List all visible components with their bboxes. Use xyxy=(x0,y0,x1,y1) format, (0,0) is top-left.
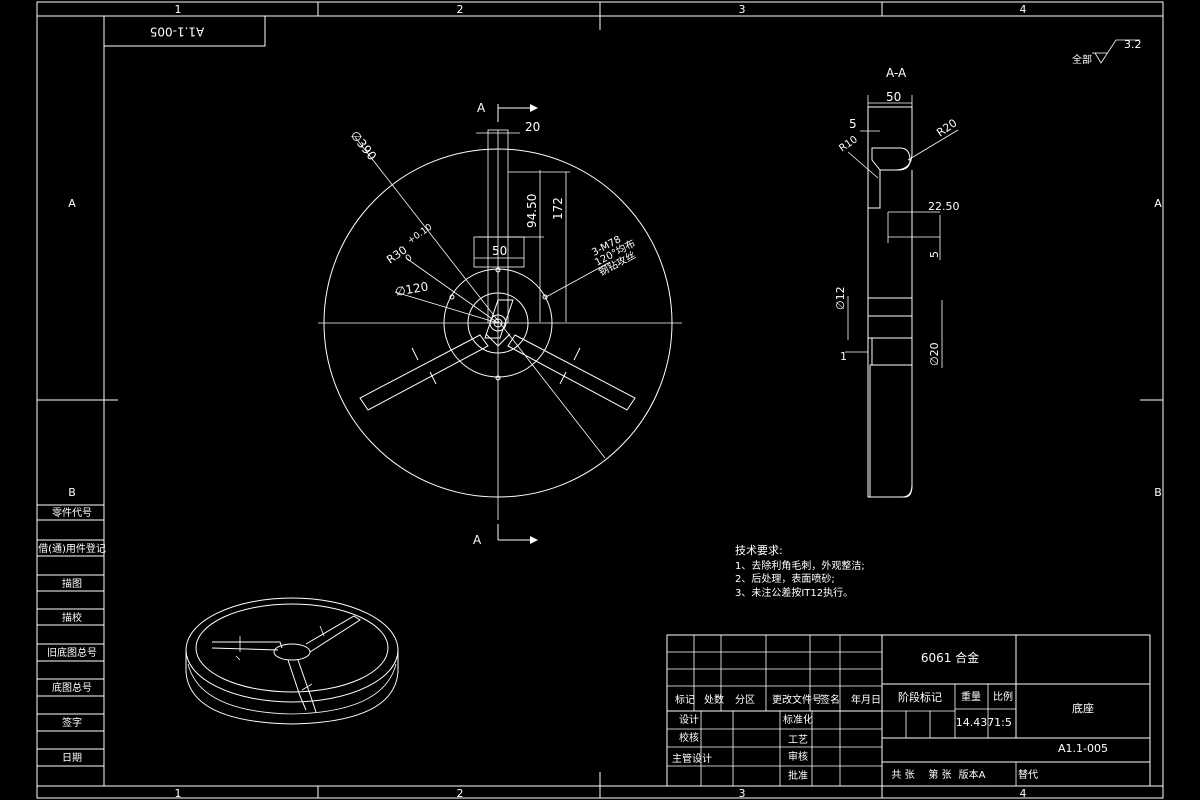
row-label-b-right: B xyxy=(1154,486,1162,499)
tb-role-check: 校核 xyxy=(679,731,699,744)
tb-stage-label: 阶段标记 xyxy=(898,690,942,704)
section-view xyxy=(845,95,959,498)
left-strip-part-code: 零件代号 xyxy=(52,507,92,519)
tb-material: 6061 合金 xyxy=(921,650,979,665)
col-label-4-bottom: 4 xyxy=(1020,787,1027,800)
left-strip-trace-check: 描校 xyxy=(62,611,82,624)
surface-finish-symbol: 全部 3.2 xyxy=(1072,38,1142,66)
tech-note-2: 2、后处理，表面喷砂; xyxy=(735,572,835,585)
sheet-frame xyxy=(36,1,1164,799)
tech-notes-title: 技术要求: xyxy=(735,544,783,557)
sec-dim-width: 50 xyxy=(886,90,901,104)
sec-dim-fillet-top: R20 xyxy=(934,116,959,139)
dim-outer-dia: ∅390 xyxy=(348,128,380,163)
section-mark-top: A xyxy=(477,101,486,115)
tb-sheet-number: 第 张 xyxy=(928,768,951,781)
col-label-2-top: 2 xyxy=(457,3,464,16)
drawing-number-box: A1.1-005 xyxy=(103,15,266,47)
left-strip-borrowed: 借(通)用件登记 xyxy=(38,542,106,555)
surface-finish-value: 3.2 xyxy=(1124,38,1142,51)
tb-supersedes: 替代 xyxy=(1018,768,1038,781)
col-label-1-bottom: 1 xyxy=(175,787,182,800)
tech-note-1: 1、去除利角毛刺，外观整洁; xyxy=(735,559,865,572)
surface-finish-label: 全部 xyxy=(1072,53,1092,66)
dim-len-b: 172 xyxy=(551,197,565,220)
tb-role-review: 审核 xyxy=(788,750,808,763)
sec-dim-groove-width: 5 xyxy=(928,251,941,258)
tb-header-count: 处数 xyxy=(704,693,724,706)
dim-tol-upper: +0.10 xyxy=(406,222,435,246)
sec-dim-left-step: 5 xyxy=(849,117,857,131)
tech-note-3: 3、未注公差按IT12执行。 xyxy=(735,586,853,599)
sec-dim-offset: 1 xyxy=(840,350,847,363)
col-label-3-bottom: 3 xyxy=(739,787,746,800)
left-strip-signature: 签字 xyxy=(62,716,82,729)
left-strip-trace: 描图 xyxy=(62,577,82,590)
tb-header-sign: 签名 xyxy=(820,693,840,706)
col-label-2-bottom: 2 xyxy=(457,787,464,800)
dim-inner-dia: ∅120 xyxy=(394,279,429,299)
sec-dim-bore-large: ∅20 xyxy=(928,342,941,366)
col-label-4-top: 4 xyxy=(1020,3,1027,16)
tb-version: 版本A xyxy=(959,768,986,781)
left-strip-base-number: 底图总号 xyxy=(52,681,92,694)
section-mark-bottom: A xyxy=(473,533,482,547)
dim-len-a: 94.50 xyxy=(525,194,539,228)
dim-slot-width: 50 xyxy=(492,244,507,258)
tb-role-process: 工艺 xyxy=(788,734,808,746)
main-view xyxy=(318,104,682,544)
tb-scale-label: 比例 xyxy=(993,690,1013,703)
tb-header-change-doc: 更改文件号 xyxy=(772,693,822,706)
tb-drawing-number: A1.1-005 xyxy=(1058,742,1108,755)
sec-dim-fillet-small: R10 xyxy=(837,134,859,154)
tb-role-approve: 批准 xyxy=(788,769,808,782)
row-label-a-left: A xyxy=(68,197,76,210)
tb-header-date: 年月日 xyxy=(851,693,881,706)
col-label-3-top: 3 xyxy=(739,3,746,16)
tb-header-mark: 标记 xyxy=(675,694,695,706)
left-strip-table xyxy=(37,504,104,767)
title-block xyxy=(666,634,1151,787)
row-label-b-left: B xyxy=(68,486,76,499)
sec-dim-groove-depth: 22.50 xyxy=(928,200,960,213)
sec-dim-bore-small: ∅12 xyxy=(834,286,847,310)
tb-total-sheets: 共 张 xyxy=(891,769,914,781)
dim-top-width: 20 xyxy=(525,120,540,134)
tb-weight: 14.437 xyxy=(956,716,995,729)
col-label-1-top: 1 xyxy=(175,3,182,16)
tech-notes: 技术要求: 1、去除利角毛刺，外观整洁; 2、后处理，表面喷砂; 3、未注公差按… xyxy=(735,544,865,599)
row-label-a-right: A xyxy=(1154,197,1162,210)
dim-tol-lower: 0 xyxy=(404,253,415,265)
drawing-number-rotated: A1.1-005 xyxy=(150,25,205,39)
tb-weight-label: 重量 xyxy=(961,690,981,703)
tb-role-standard: 标准化 xyxy=(783,713,813,726)
tb-role-design: 设计 xyxy=(679,713,699,726)
left-strip-date: 日期 xyxy=(62,752,82,764)
isometric-view xyxy=(185,597,399,725)
tb-scale: 1:5 xyxy=(994,716,1012,729)
section-title: A-A xyxy=(886,66,907,80)
left-strip-old-base-number: 旧底图总号 xyxy=(47,646,97,659)
tb-header-zone: 分区 xyxy=(735,694,755,706)
tb-role-chief-design: 主管设计 xyxy=(672,752,712,765)
tb-part-name: 底座 xyxy=(1072,701,1094,715)
